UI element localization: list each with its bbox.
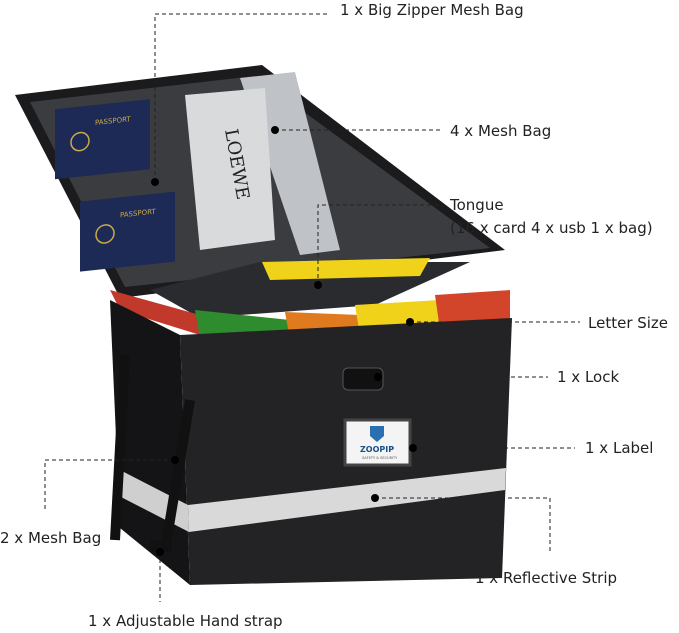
brand-shield-icon xyxy=(370,426,384,442)
passport-bottom-text: PASSPORT xyxy=(120,207,156,220)
brand-tagline: SAFETY & SECURITY xyxy=(362,456,398,460)
callout-zipper-bag: 1 x Big Zipper Mesh Bag xyxy=(340,1,524,19)
callout-lock: 1 x Lock xyxy=(557,368,620,386)
callout-hand-strap: 1 x Adjustable Hand strap xyxy=(88,612,283,630)
leader-lines xyxy=(44,13,580,602)
reflective-strip xyxy=(188,468,506,532)
passport-emblem-icon xyxy=(70,131,90,152)
strap-buckle xyxy=(150,540,172,552)
passport-bottom: PASSPORT xyxy=(80,191,175,272)
callout-mesh-bag-4: 4 x Mesh Bag xyxy=(450,122,552,140)
passport-top: PASSPORT xyxy=(55,99,150,180)
callout-reflective-strip: 1 x Reflective Strip xyxy=(475,569,618,587)
callout-dots xyxy=(151,126,417,556)
callout-tongue: Tongue xyxy=(450,196,504,214)
callout-letter-size: Letter Size xyxy=(588,314,669,332)
magazine xyxy=(185,88,275,250)
callout-mesh-bag-2: 2 x Mesh Bag xyxy=(0,529,102,547)
passport-top-text: PASSPORT xyxy=(95,114,131,127)
passport-emblem-icon xyxy=(95,224,115,244)
callout-label: 1 x Label xyxy=(585,439,654,457)
callout-tongue-detail: (16 x card 4 x usb 1 x bag) xyxy=(450,219,653,237)
lock xyxy=(342,367,384,391)
files-red xyxy=(110,290,200,335)
hand-strap xyxy=(110,354,195,551)
tongue-cards xyxy=(262,258,430,280)
brand-logo: ZOOPIP xyxy=(360,445,394,454)
